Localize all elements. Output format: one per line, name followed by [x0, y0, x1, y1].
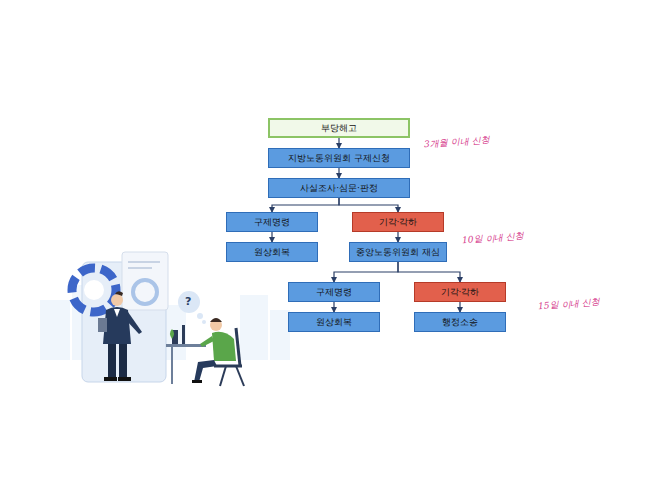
flow-arrow: [459, 302, 460, 312]
reject-box: 기각·각하: [352, 212, 444, 232]
flow-arrow: [338, 168, 339, 178]
box-label: 부당해고: [321, 122, 357, 135]
flow-arrow: [333, 302, 334, 312]
flow-arrow: [271, 232, 272, 242]
box-label: 원상회복: [254, 246, 290, 259]
handwritten-note: 3개월 이내 신청: [424, 134, 490, 152]
box-label: 지방노동위원회 구제신청: [288, 152, 390, 165]
result-box: 구제명령: [288, 282, 380, 302]
reject-box: 기각·각하: [414, 282, 506, 302]
flow-arrow: [338, 138, 339, 148]
box-label: 구제명령: [316, 286, 352, 299]
donut-chart: [72, 268, 116, 312]
box-label: 구제명령: [254, 216, 290, 229]
box-label: 행정소송: [442, 316, 478, 329]
box-label: 기각·각하: [379, 216, 418, 229]
result-box: 원상회복: [288, 312, 380, 332]
flow-arrow: [339, 198, 398, 212]
flow-arrow: [397, 232, 398, 242]
chart-panel: [122, 252, 168, 310]
result-box: 구제명령: [226, 212, 318, 232]
question-mark: ?: [185, 295, 191, 308]
result-box: 행정소송: [414, 312, 506, 332]
thought-bubble: [178, 291, 206, 324]
process-box: 지방노동위원회 구제신청: [268, 148, 410, 168]
box-label: 원상회복: [316, 316, 352, 329]
flow-arrow: [272, 198, 339, 212]
process-box: 중앙노동위원회 재심: [349, 242, 447, 262]
seated-man: [192, 318, 236, 383]
flow-arrow: [334, 262, 398, 282]
process-box: 사실조사·심문·판정: [268, 178, 410, 198]
chair: [214, 328, 244, 386]
handwritten-note: 15일 이내 신청: [538, 296, 601, 313]
standing-man: [98, 291, 142, 381]
box-label: 중앙노동위원회 재심: [356, 246, 440, 259]
box-label: 기각·각하: [441, 286, 480, 299]
flow-arrow: [398, 262, 460, 282]
start-box: 부당해고: [268, 118, 410, 138]
result-box: 원상회복: [226, 242, 318, 262]
box-label: 사실조사·심문·판정: [300, 182, 378, 195]
handwritten-note: 10일 이내 신청: [462, 230, 525, 247]
panel-donut: [133, 280, 157, 304]
